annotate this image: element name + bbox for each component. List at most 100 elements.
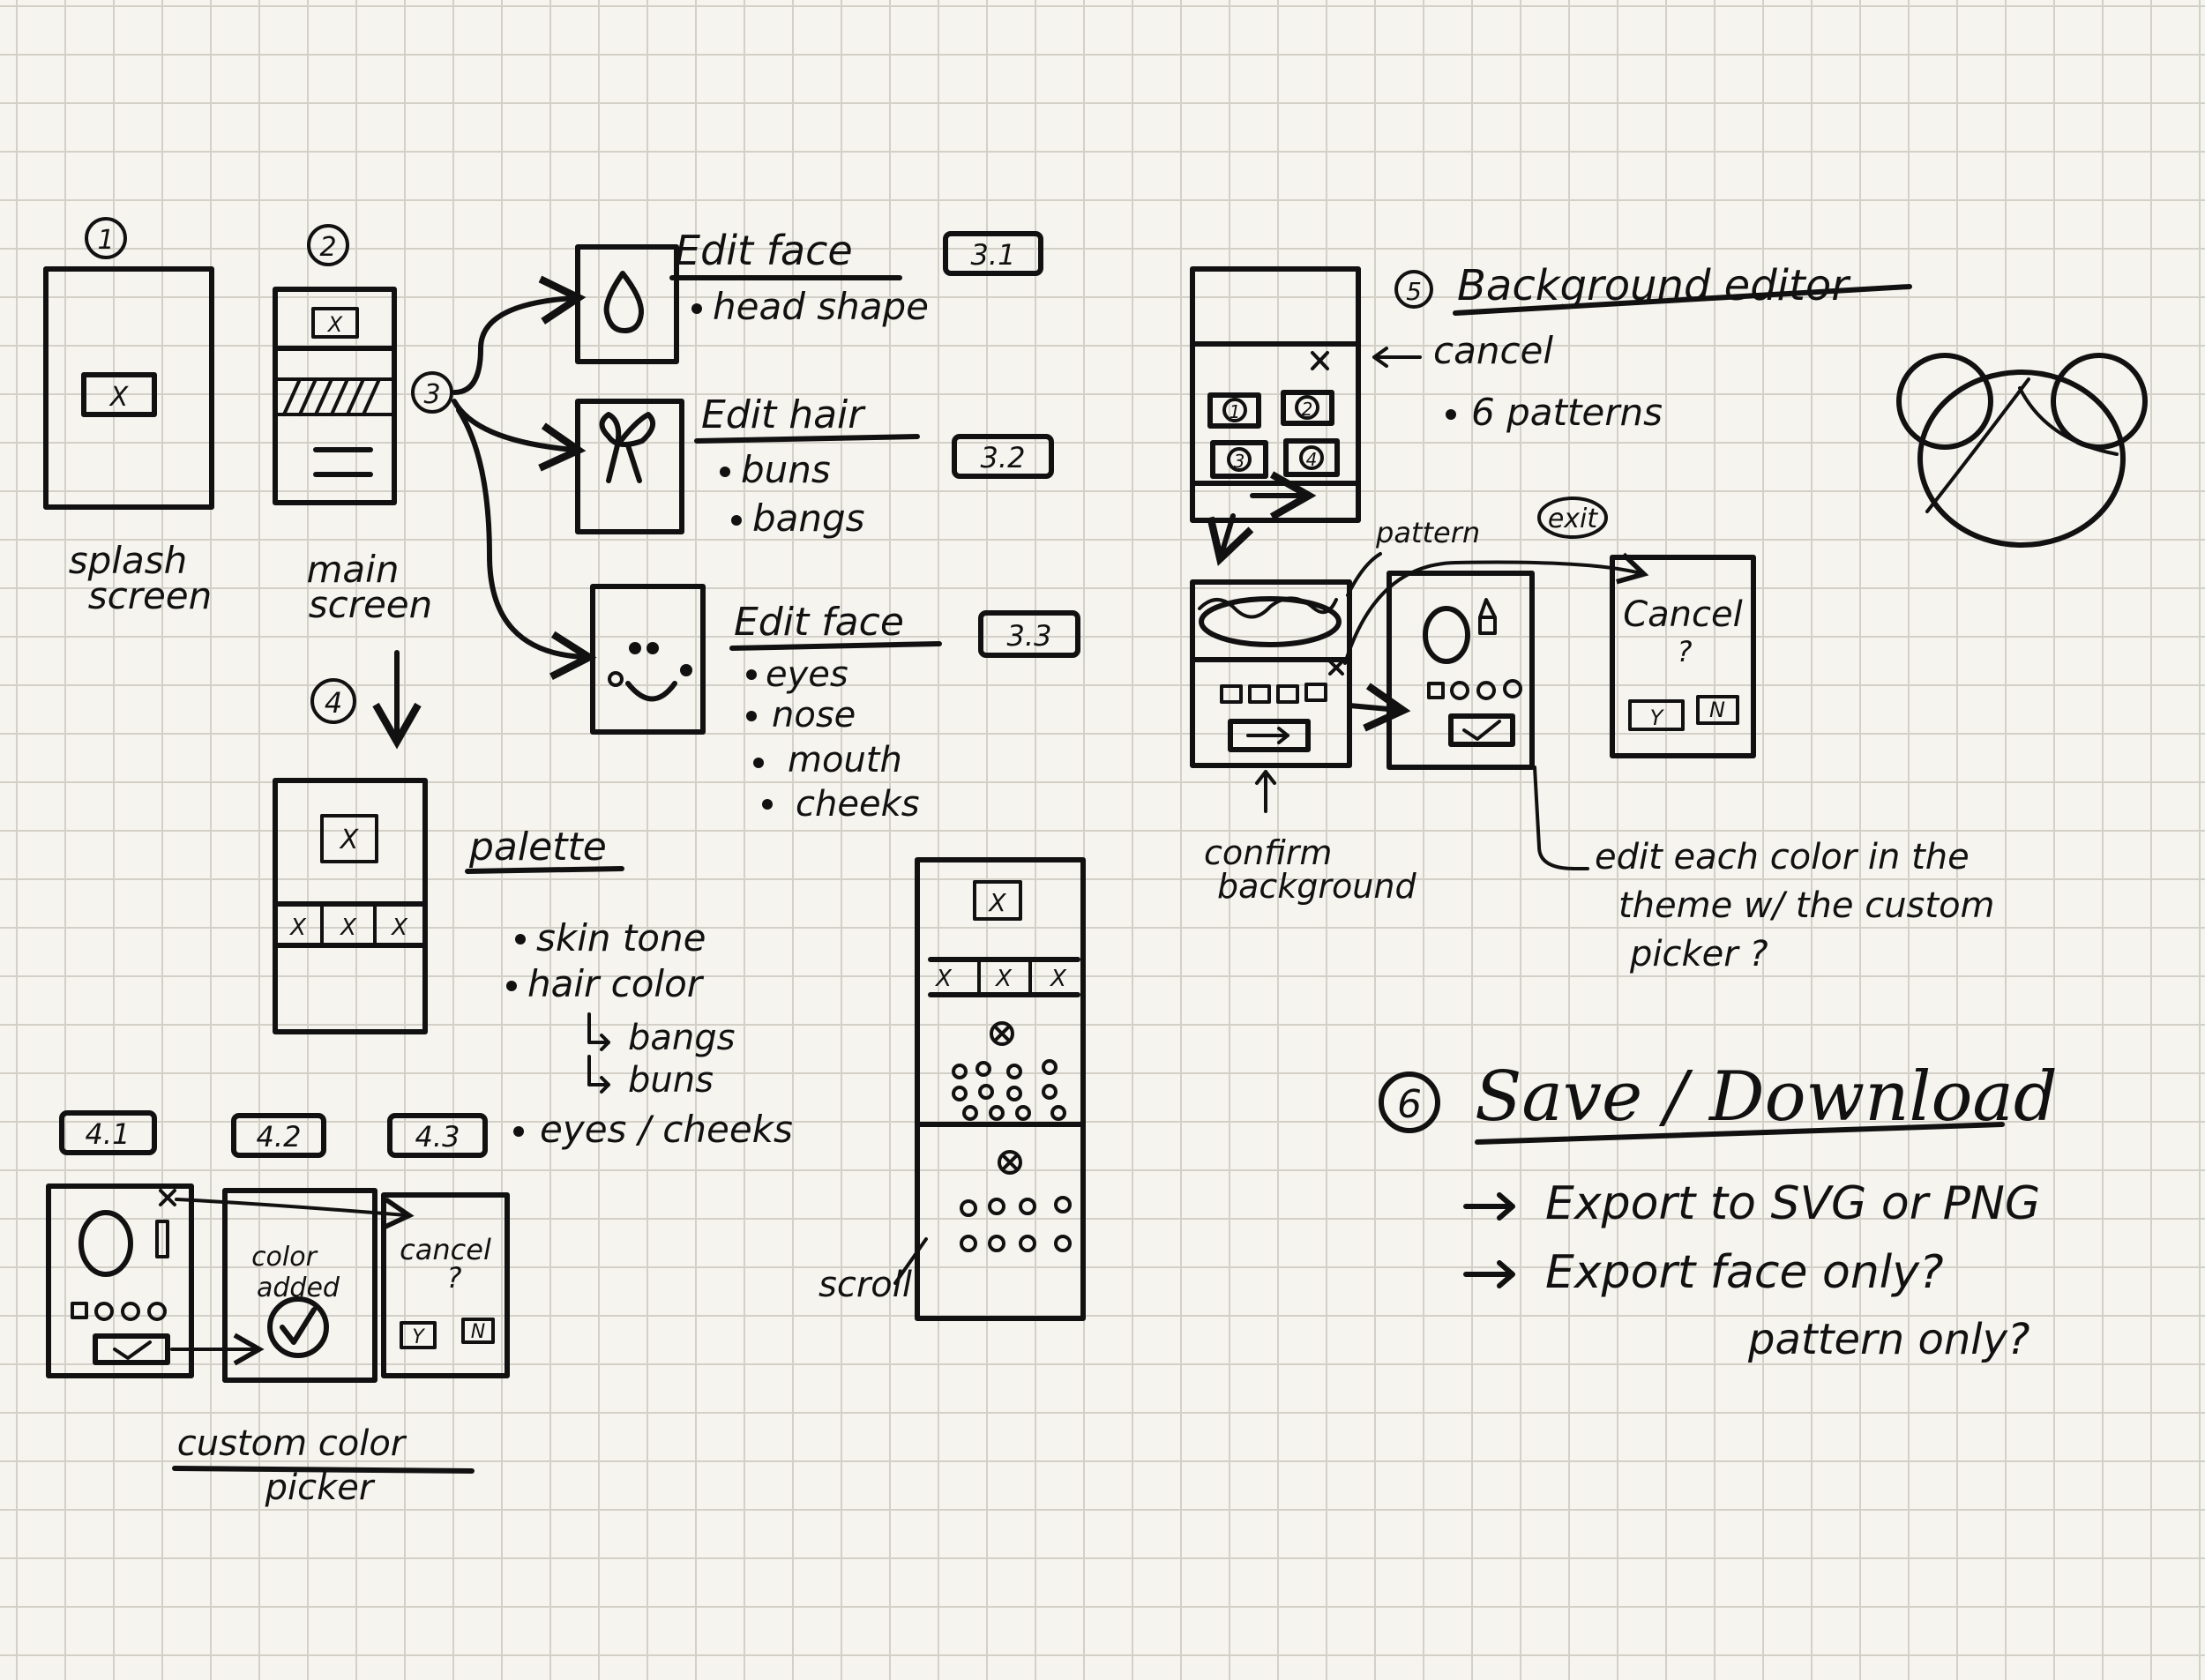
scroll-pointer-line xyxy=(893,1237,928,1285)
picker-no: N xyxy=(471,1321,485,1343)
face-feature-item-4: cheeks xyxy=(796,784,920,825)
color-added-line1: color xyxy=(251,1242,318,1273)
palette-tab-2: X xyxy=(339,915,357,941)
swatch xyxy=(1019,1235,1036,1252)
swatch xyxy=(962,1105,978,1121)
edit-note-line3: picker ? xyxy=(1629,934,1768,974)
edit-face-head-item: head shape xyxy=(713,285,929,328)
close-icon xyxy=(1311,351,1329,370)
badge-4-3-box xyxy=(387,1113,488,1158)
yes-button-sketch xyxy=(1628,699,1685,731)
swatch xyxy=(952,1064,968,1079)
pattern-number-circle xyxy=(1299,445,1324,470)
swatch xyxy=(978,1084,994,1100)
edit-face-head-section: Edit face 3.1 head shape xyxy=(575,227,1043,364)
face-feature-item-3: mouth xyxy=(788,740,902,780)
edit-face-features-underline xyxy=(729,641,942,651)
tube-icon xyxy=(155,1220,169,1258)
edit-hair-item-1: buns xyxy=(741,448,831,491)
bg-no: N xyxy=(1709,698,1725,722)
swatch xyxy=(1042,1059,1058,1075)
custom-picker-section: 4.1 4.2 4.3 color added cancel ? Y N cu xyxy=(46,1110,510,1508)
exit-circle xyxy=(1537,497,1608,539)
main-caption-line2: screen xyxy=(309,583,433,626)
edit-hair-title: Edit hair xyxy=(701,392,866,437)
swatch xyxy=(1054,1235,1072,1252)
splash-caption-line2: screen xyxy=(88,574,213,617)
badge-3-1-box xyxy=(943,231,1043,276)
edit-note-line1: edit each color in the xyxy=(1595,837,1970,877)
color-slot xyxy=(1304,683,1327,702)
badge-3-3: 3.3 xyxy=(1007,619,1052,653)
bullet xyxy=(513,1126,524,1137)
confirm-pointer-arrow xyxy=(1255,770,1276,813)
mouse-head-doodle xyxy=(1896,353,2148,548)
main-hatch-lines xyxy=(282,377,381,416)
head-shape-icon xyxy=(603,271,645,333)
scroll-tab-2: X xyxy=(994,966,1013,992)
swatch xyxy=(1019,1198,1036,1215)
sub-arrow-icon xyxy=(587,1055,610,1094)
step-6-circle xyxy=(1379,1071,1440,1133)
yes-button-sketch xyxy=(400,1321,437,1349)
palette-preview-mark: X xyxy=(339,825,360,855)
bullet xyxy=(746,711,757,721)
swatch-header-icon xyxy=(998,1150,1022,1175)
exit-label: exit xyxy=(1548,504,1599,534)
swatch xyxy=(988,1235,1005,1252)
arrow-down-to-pattern xyxy=(1207,513,1254,566)
bg-cancel-label: Cancel xyxy=(1623,594,1743,635)
head-shape-icon xyxy=(78,1210,133,1277)
success-circle-icon xyxy=(267,1296,329,1358)
picker-screen-4-3 xyxy=(381,1192,510,1378)
confirm-button-sketch xyxy=(1228,719,1311,752)
close-icon xyxy=(1328,660,1344,676)
badge-4-3: 4.3 xyxy=(415,1120,460,1154)
tube-icon xyxy=(1478,598,1497,635)
color-slot xyxy=(1276,684,1299,704)
bullet xyxy=(753,758,764,768)
face-features-screen xyxy=(590,584,706,735)
color-slot xyxy=(147,1302,167,1321)
step-2-circle xyxy=(307,224,349,266)
step-2-number: 2 xyxy=(319,232,336,263)
main-section: 2 X main screen 3 4 xyxy=(273,224,597,750)
palette-item-1: skin tone xyxy=(536,916,706,959)
palette-title-underline xyxy=(465,866,624,874)
palette-section: X X X X palette skin tone hair color ban… xyxy=(273,778,793,1151)
palette-title: palette xyxy=(468,825,607,870)
badge-4-1-box xyxy=(59,1110,157,1155)
bg-pattern-screen xyxy=(1190,579,1352,768)
picker-caption-underline xyxy=(172,1466,475,1474)
mouth-icon xyxy=(625,681,677,702)
picker-cancel-label: cancel xyxy=(400,1233,491,1266)
pattern-num-4: 4 xyxy=(1306,449,1318,470)
bullet xyxy=(515,934,526,945)
splash-caption-line1: splash xyxy=(69,539,187,582)
swatch xyxy=(1042,1084,1058,1100)
bg-yes: Y xyxy=(1650,706,1665,730)
face-feature-item-1: eyes xyxy=(766,654,848,695)
color-slot xyxy=(1427,682,1445,699)
pattern-number-circle xyxy=(1222,398,1247,422)
bg-cancel-screen xyxy=(1610,555,1756,758)
edit-hair-section: Edit hair 3.2 buns bangs xyxy=(575,392,1054,540)
edit-note-pointer xyxy=(1533,765,1589,870)
splash-logo-box xyxy=(81,372,157,417)
swatch-grid-2 xyxy=(960,1196,1072,1252)
swatch xyxy=(1006,1064,1022,1079)
doodle-ear-left xyxy=(1896,353,1993,450)
arrow-to-edit-face-head xyxy=(452,275,587,395)
bg-color-edit-screen xyxy=(1387,571,1535,770)
bg-editor-title-underline xyxy=(1453,284,1912,316)
close-icon xyxy=(159,1189,176,1206)
splash-screen-frame xyxy=(43,266,214,510)
swatch xyxy=(989,1105,1005,1121)
step-6-number: 6 xyxy=(1397,1082,1422,1127)
edit-face-features-section: Edit face 3.3 eyes nose mouth cheeks xyxy=(590,584,1080,825)
palette-sub-item-2: buns xyxy=(628,1060,714,1101)
scroll-tab-3: X xyxy=(1049,966,1067,992)
step-5-number: 5 xyxy=(1406,277,1422,306)
pattern-selection-ellipse xyxy=(1199,596,1342,647)
